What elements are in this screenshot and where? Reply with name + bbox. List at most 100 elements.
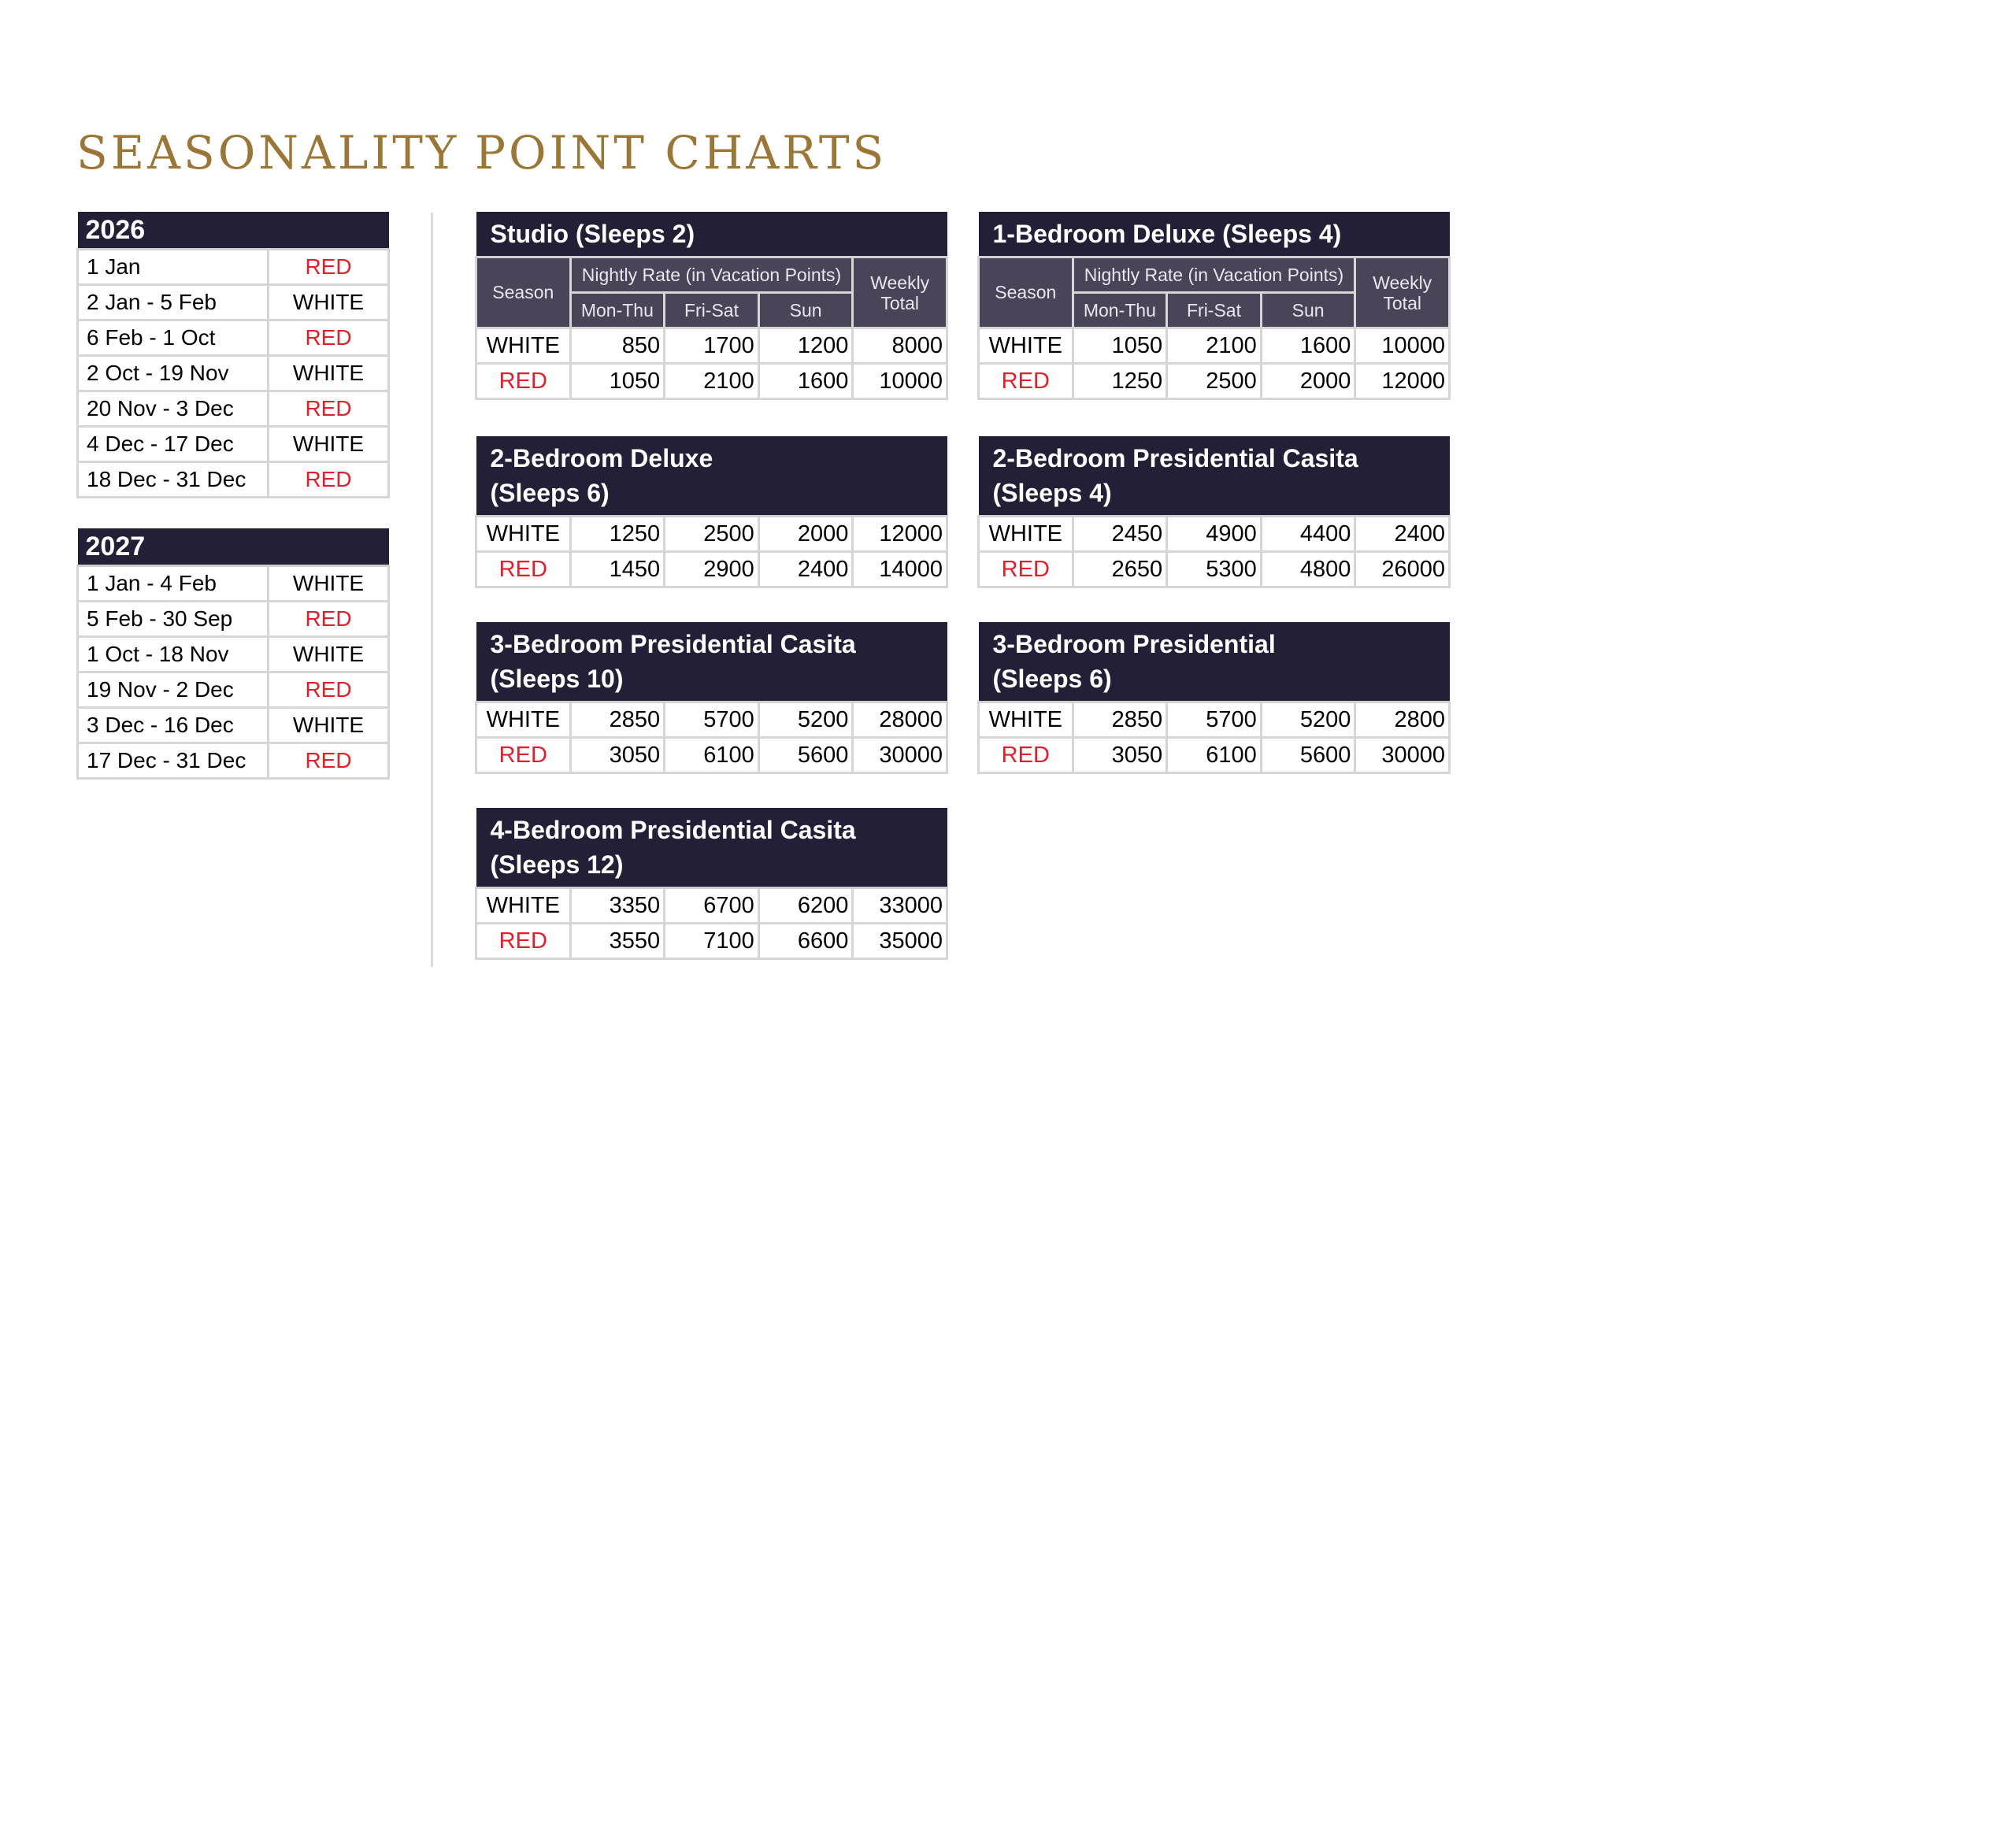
season-cell: RED xyxy=(977,736,1074,774)
fri-sat-header: Fri-Sat xyxy=(663,291,760,329)
points-cell: 5700 xyxy=(663,701,760,739)
points-cell: 2400 xyxy=(1354,515,1451,553)
sun-header: Sun xyxy=(757,291,854,329)
season-label: RED xyxy=(267,319,390,357)
season-cell: WHITE xyxy=(475,701,572,739)
points-cell: 10000 xyxy=(851,362,948,400)
points-cell: 10000 xyxy=(1354,327,1451,365)
table-title: 2-Bedroom Deluxe (Sleeps 6) xyxy=(476,436,947,517)
points-cell: 5600 xyxy=(1259,736,1357,774)
points-cell: 1600 xyxy=(1259,327,1357,365)
title-line-2: (Sleeps 6) xyxy=(992,665,1112,693)
divider xyxy=(431,213,433,967)
points-cell: 1600 xyxy=(757,362,854,400)
table-title: Studio (Sleeps 2) xyxy=(476,212,947,258)
points-cell: 35000 xyxy=(851,922,948,960)
points-cell: 26000 xyxy=(1354,550,1451,588)
season-label: WHITE xyxy=(267,565,390,602)
title-line: 4-Bedroom Presidential Casita xyxy=(490,816,856,844)
title-line: 2-Bedroom Deluxe xyxy=(490,444,713,472)
points-cell: 5300 xyxy=(1166,550,1262,588)
date-range: 1 Jan - 4 Feb xyxy=(76,565,269,602)
season-cell: WHITE xyxy=(977,701,1074,739)
season-cell: RED xyxy=(475,922,572,960)
season-label: RED xyxy=(267,248,390,286)
points-cell: 2650 xyxy=(1071,550,1169,588)
nightly-col-header: Nightly Rate (in Vacation Points) xyxy=(1071,256,1357,294)
season-label: WHITE xyxy=(267,283,390,321)
nightly-col-header: Nightly Rate (in Vacation Points) xyxy=(569,256,854,294)
weekly-col-header: Weekly Total xyxy=(851,256,948,329)
points-cell: 30000 xyxy=(851,736,948,774)
date-range: 6 Feb - 1 Oct xyxy=(76,319,269,357)
seasonality-heading: SEASONALITY xyxy=(76,126,460,180)
points-cell: 3350 xyxy=(569,887,666,924)
points-cell: 2500 xyxy=(663,515,760,553)
points-cell: 6600 xyxy=(757,922,854,960)
points-cell: 850 xyxy=(569,327,666,365)
mon-thu-header: Mon-Thu xyxy=(569,291,666,329)
date-range: 19 Nov - 2 Dec xyxy=(76,671,269,709)
season-col-header: Season xyxy=(977,256,1074,329)
points-cell: 1050 xyxy=(569,362,666,400)
season-label: WHITE xyxy=(267,635,390,673)
points-cell: 12000 xyxy=(851,515,948,553)
points-cell: 2450 xyxy=(1071,515,1169,553)
season-cell: WHITE xyxy=(475,515,572,553)
title-line-2: (Sleeps 12) xyxy=(490,850,624,879)
points-cell: 4800 xyxy=(1259,550,1357,588)
season-label: WHITE xyxy=(267,706,390,744)
points-cell: 3050 xyxy=(569,736,666,774)
points-cell: 7100 xyxy=(663,922,760,960)
date-range: 1 Oct - 18 Nov xyxy=(76,635,269,673)
points-cell: 5200 xyxy=(1259,701,1357,739)
season-cell: RED xyxy=(977,362,1074,400)
date-range: 3 Dec - 16 Dec xyxy=(76,706,269,744)
date-range: 2 Jan - 5 Feb xyxy=(76,283,269,321)
points-cell: 1050 xyxy=(1071,327,1169,365)
points-cell: 1700 xyxy=(663,327,760,365)
point-chart-table: 2-Bedroom Presidential Casita(Sleeps 4)W… xyxy=(977,436,1451,588)
points-cell: 2900 xyxy=(663,550,760,588)
points-cell: 1450 xyxy=(569,550,666,588)
points-cell: 2850 xyxy=(569,701,666,739)
year-header: 2026 xyxy=(77,212,389,250)
points-cell: 6100 xyxy=(1166,736,1262,774)
mon-thu-header: Mon-Thu xyxy=(1071,291,1169,329)
points-cell: 2100 xyxy=(663,362,760,400)
points-cell: 5600 xyxy=(757,736,854,774)
season-col-header: Season xyxy=(475,256,572,329)
title-line-2: (Sleeps 6) xyxy=(490,479,610,507)
date-range: 20 Nov - 3 Dec xyxy=(76,390,269,428)
season-cell: WHITE xyxy=(475,887,572,924)
points-cell: 2000 xyxy=(1259,362,1357,400)
title-line: 3-Bedroom Presidential xyxy=(992,630,1276,658)
season-cell: RED xyxy=(475,550,572,588)
season-cell: WHITE xyxy=(977,327,1074,365)
points-cell: 2850 xyxy=(1071,701,1169,739)
points-cell: 2000 xyxy=(757,515,854,553)
season-label: RED xyxy=(267,742,390,780)
points-cell: 30000 xyxy=(1354,736,1451,774)
season-label: WHITE xyxy=(267,354,390,392)
point-charts-heading: POINT CHARTS xyxy=(475,126,888,180)
season-label: WHITE xyxy=(267,425,390,463)
